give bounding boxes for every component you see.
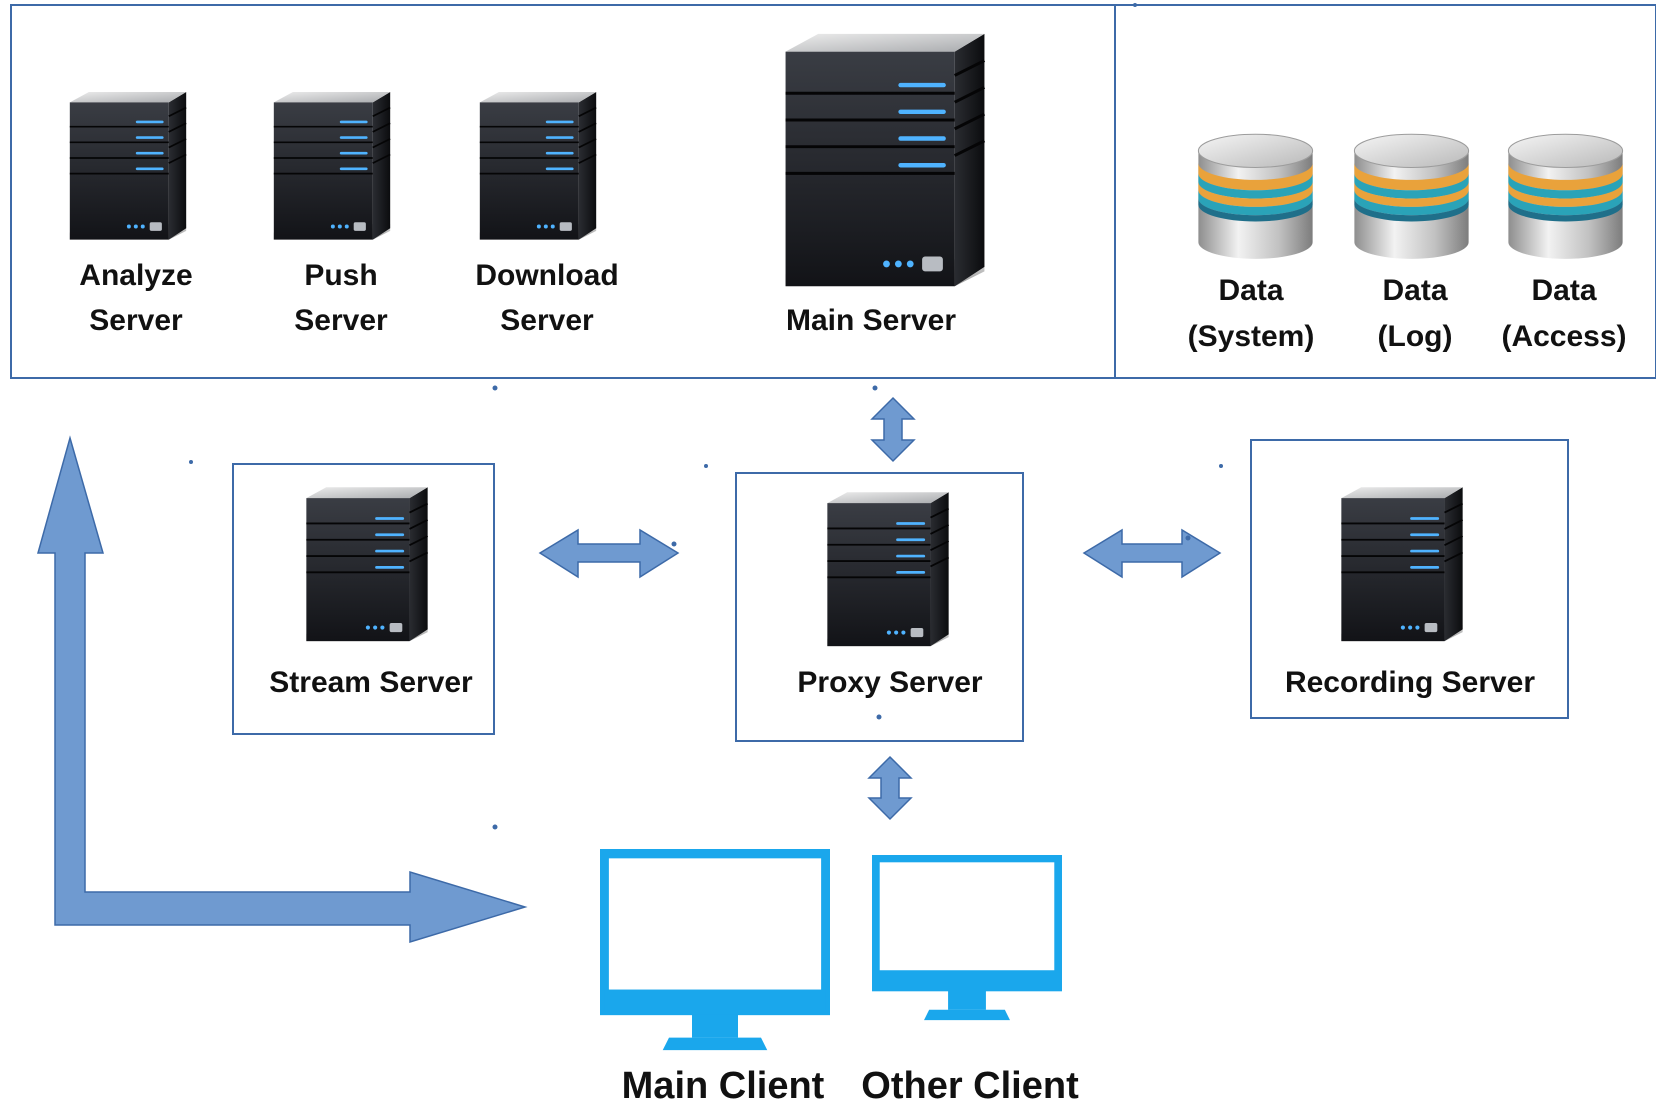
database-log-label-line2: (Log) — [1378, 320, 1453, 353]
server-icon — [783, 32, 987, 288]
proxy-server-frame — [735, 472, 1024, 742]
other-client: Other Client — [861, 858, 1079, 1107]
data-storage-frame — [1114, 4, 1656, 379]
proxy-server: Proxy Server — [797, 491, 983, 699]
download-server: Download Server — [475, 90, 619, 337]
proxy-client-arrow — [867, 755, 913, 821]
proxy-server-label: Proxy Server — [797, 666, 982, 699]
main-server-label: Main Server — [786, 304, 956, 337]
client-to-backend-arrow — [37, 435, 528, 944]
analyze-server: Analyze Server — [68, 90, 193, 337]
recording-server-label: Recording Server — [1285, 666, 1535, 699]
monitor-icon — [876, 858, 1058, 1020]
stream-server: Stream Server — [269, 486, 473, 699]
analyze-server-label-line2: Server — [89, 304, 183, 337]
stream-server-frame — [232, 463, 495, 735]
push-server: Push Server — [272, 90, 392, 337]
download-server-label-line2: Server — [500, 304, 594, 337]
stream-server-label: Stream Server — [269, 666, 473, 699]
database-access-label-line1: Data — [1531, 274, 1596, 307]
database-system-label-line2: (System) — [1188, 320, 1315, 353]
recording-server-frame — [1250, 439, 1569, 719]
server-icon — [826, 491, 950, 648]
download-server-label-line1: Download — [475, 259, 618, 292]
push-server-label-line1: Push — [304, 259, 377, 292]
push-server-label-line2: Server — [294, 304, 388, 337]
database-access: Data (Access) — [1501, 133, 1627, 353]
server-icon — [272, 90, 392, 241]
stream-proxy-arrow — [538, 528, 680, 579]
main-server: Main Server — [783, 32, 987, 337]
monitor-icon — [604, 854, 826, 1051]
database-log-label-line1: Data — [1382, 274, 1447, 307]
database-log: Data (Log) — [1353, 133, 1470, 353]
database-access-label-line2: (Access) — [1501, 320, 1626, 353]
connector-dots — [189, 3, 1223, 830]
main-proxy-arrow — [870, 396, 916, 463]
server-icon — [305, 486, 429, 643]
analyze-server-label-line1: Analyze — [79, 259, 192, 292]
database-system-label-line1: Data — [1218, 274, 1283, 307]
server-icon — [1340, 486, 1464, 643]
proxy-recording-arrow — [1082, 528, 1222, 579]
server-icon — [478, 90, 598, 241]
database-system: Data (System) — [1188, 133, 1315, 353]
server-icon — [68, 90, 188, 241]
main-client-label: Main Client — [622, 1065, 825, 1107]
database-icon — [1197, 133, 1314, 260]
main-client: Main Client — [604, 854, 826, 1107]
recording-server: Recording Server — [1285, 486, 1535, 699]
database-icon — [1507, 133, 1624, 260]
database-icon — [1353, 133, 1470, 260]
other-client-label: Other Client — [861, 1065, 1079, 1107]
